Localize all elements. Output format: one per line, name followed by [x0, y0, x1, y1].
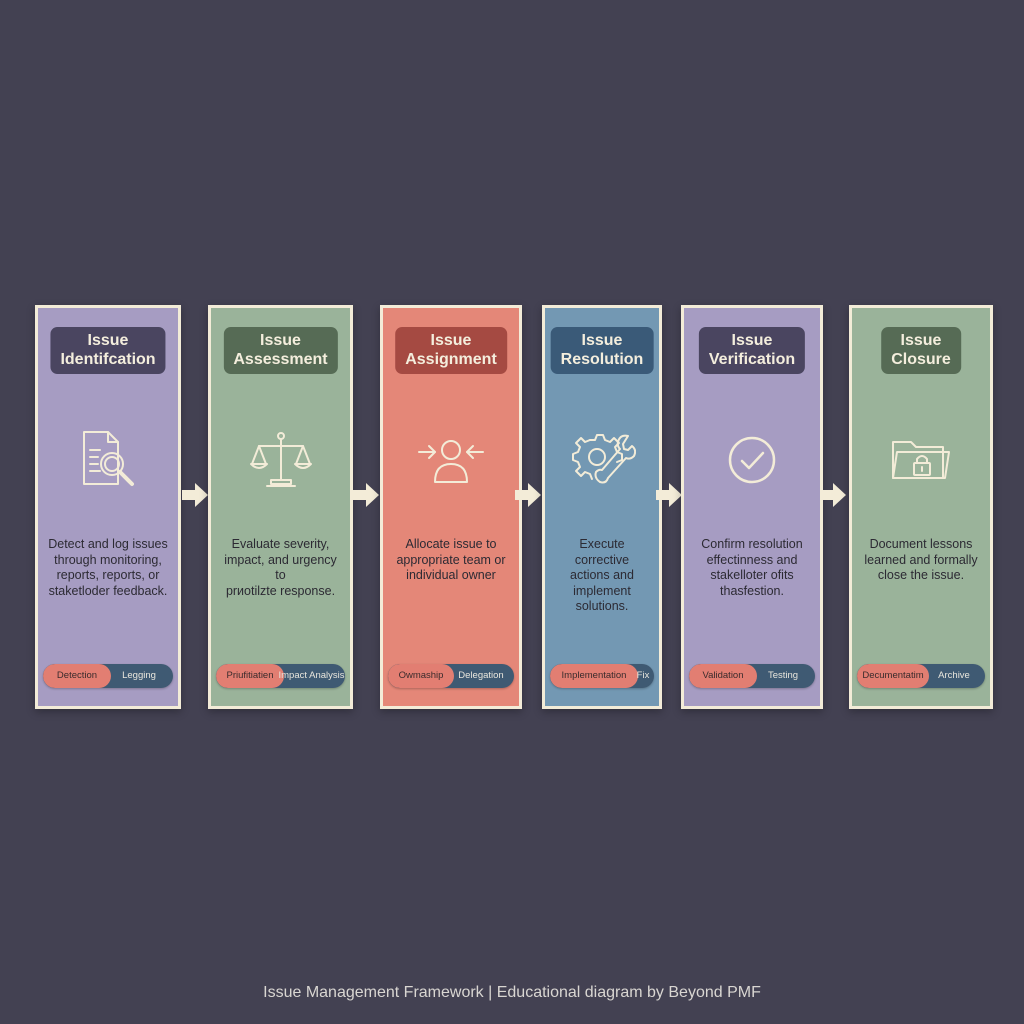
desc-line: implement [573, 583, 631, 598]
stage-card-assessment: Issue Assessment Evaluate severity, impa… [208, 305, 353, 709]
desc-line: individual owner [406, 568, 496, 582]
tag-right: Archive [938, 670, 970, 681]
tag-left: Implementation [550, 664, 638, 688]
desc-line: learned and formally [864, 552, 978, 567]
stage-card-identification: Issue Identifcation Detect and log issue… [35, 305, 181, 709]
desc-line: Document lessons [869, 537, 973, 551]
desc-line: thasfestion. [720, 583, 784, 598]
stage-tags: Validation Testing [689, 664, 815, 688]
stage-title-box: Issue Assignment [395, 327, 507, 374]
stage-title-line1: Issue [430, 332, 472, 349]
desc-line: stakelloter ofits [710, 568, 794, 582]
stage-card-verification: Issue Verification Confirm resolution ef… [681, 305, 823, 709]
stage-title-line2: Verification [708, 351, 796, 368]
stage-description: Document lessons learned and formally cl… [860, 537, 982, 584]
stage-description: Detect and log issues through monitoring… [46, 537, 170, 599]
tag-left: Detection [43, 664, 111, 688]
desc-line: Allocate issue to [405, 537, 497, 551]
stage-card-resolution: Issue Resolution Execute corrective acti… [542, 305, 662, 709]
flow-arrow-icon [182, 483, 208, 507]
tag-right: Fix [636, 670, 650, 681]
flow-arrow-icon [820, 483, 846, 507]
stage-title-line1: Issue [581, 332, 623, 349]
stage-card-closure: Issue Closure Document lessons learned a… [849, 305, 993, 709]
desc-line: impact, and urgency to [224, 552, 337, 583]
stage-title-box: Issue Assessment [223, 327, 338, 374]
tag-left: Priufitiatien [216, 664, 284, 688]
stage-tags: Owmaship Delegation [388, 664, 514, 688]
stage-title-line1: Issue [260, 332, 301, 349]
footer-caption: Issue Management Framework | Educational… [263, 984, 761, 1001]
stage-description: Evaluate severity, impact, and urgency t… [219, 537, 342, 599]
document-magnifier-icon [74, 426, 142, 494]
tag-left: Decumentatim [857, 664, 929, 688]
flow-arrow-icon [515, 483, 541, 507]
stage-title-line2: Assignment [405, 351, 497, 368]
desc-line: through monitoring, [54, 552, 162, 567]
gear-wrench-icon [568, 426, 637, 494]
desc-line: effectinness and [706, 552, 798, 567]
desc-line: appropriate team or [396, 552, 506, 567]
tag-right: Legging [122, 670, 156, 681]
tag-right: Impact Analysis [278, 670, 345, 681]
stage-description: Confirm resolution effectinness and stak… [692, 537, 812, 599]
stage-title-line1: Issue [731, 332, 773, 349]
desc-line: staketloder feedback. [48, 583, 168, 598]
stage-title-line2: Identifcation [60, 351, 156, 368]
desc-line: Evaluate severity, [231, 537, 330, 551]
stage-tags: Implementation Fix [550, 664, 654, 688]
desc-line: actions and [570, 568, 634, 582]
stage-title-line1: Issue [87, 332, 129, 349]
desc-line: Confirm resolution [701, 537, 803, 551]
stage-title-box: Issue Verification [698, 327, 806, 374]
tag-right: Delegation [458, 670, 504, 681]
desc-line: close the issue. [877, 568, 965, 582]
desc-line: prиotilzte response. [225, 583, 336, 598]
stage-description: Execute corrective actions and implement… [553, 537, 651, 615]
stage-title-line2: Resolution [560, 351, 644, 368]
desc-line: reports, reports, or [56, 568, 160, 582]
stage-title-box: Issue Closure [881, 327, 961, 374]
stage-tags: Decumentatim Archive [857, 664, 985, 688]
flow-arrow-icon [353, 483, 379, 507]
stage-title-line2: Closure [891, 351, 951, 368]
stage-title-box: Issue Identifcation [50, 327, 166, 374]
stage-title-line1: Issue [900, 332, 942, 349]
stage-description: Allocate issue to appropriate team or in… [391, 537, 511, 584]
stage-tags: Detection Legging [43, 664, 173, 688]
stage-title-box: Issue Resolution [550, 327, 654, 374]
locked-folder-icon [887, 426, 955, 494]
desc-line: Execute corrective [574, 537, 630, 567]
stage-title-line2: Assessment [233, 351, 328, 368]
tag-right: Testing [767, 670, 799, 681]
tag-left: Owmaship [388, 664, 454, 688]
person-target-icon [417, 426, 485, 494]
check-circle-icon [718, 426, 786, 494]
stage-tags: Priufitiatien Impact Analysis [216, 664, 345, 688]
stage-card-assignment: Issue Assignment Allocate issue to appro… [380, 305, 522, 709]
balance-scale-icon [247, 426, 315, 494]
flow-arrow-icon [656, 483, 682, 507]
desc-line: Detect and log issues [48, 537, 168, 551]
tag-left: Validation [689, 664, 757, 688]
desc-line: solutions. [575, 599, 629, 613]
